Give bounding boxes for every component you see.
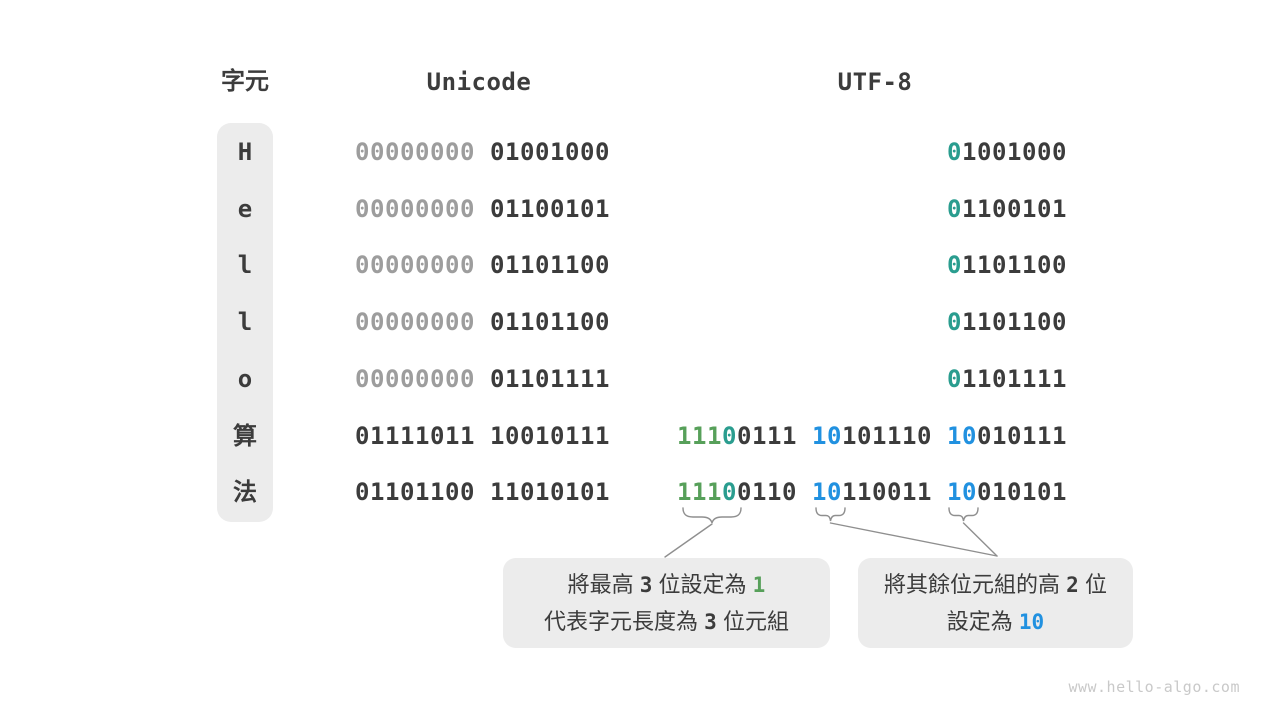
utf8-binary-cell: 01101100 xyxy=(587,249,1067,281)
utf8-binary-cell: 01001000 xyxy=(587,136,1067,168)
connector-line-10-first xyxy=(829,522,998,557)
character-column-background xyxy=(217,123,273,522)
text-segment: 1101100 xyxy=(962,308,1067,337)
text-segment: 101110 xyxy=(842,421,947,450)
text-segment: 01111011 10010111 xyxy=(355,421,610,450)
connector-line-1110 xyxy=(664,523,713,558)
character-cell: o xyxy=(237,364,253,393)
text-segment: 111 xyxy=(677,421,722,450)
unicode-binary-cell: 00000000 01001000 xyxy=(355,136,610,168)
utf8-binary-cell: 11100110 10110011 10010101 xyxy=(587,476,1067,508)
unicode-binary-cell: 00000000 01101100 xyxy=(355,306,610,338)
text-segment: 0 xyxy=(722,421,737,450)
text-segment: 1 xyxy=(752,573,766,597)
text-segment: 111 xyxy=(677,478,722,507)
text-segment: 0 xyxy=(722,478,737,507)
text-segment: 10 xyxy=(812,478,842,507)
character-cell: H xyxy=(237,138,253,166)
text-segment: 0 xyxy=(947,364,962,393)
text-segment: 01101100 11010101 xyxy=(355,478,610,507)
underbrace-10-first xyxy=(815,507,846,522)
text-segment: 0 xyxy=(947,194,962,223)
text-segment: 00000000 xyxy=(355,138,475,166)
text-segment: 設定為 xyxy=(946,609,1019,634)
text-segment: 01100101 xyxy=(475,194,610,223)
header-unicode-column: Unicode xyxy=(426,68,532,96)
character-cell: l xyxy=(237,251,253,280)
unicode-binary-cell: 00000000 01101111 xyxy=(355,363,610,395)
text-segment: 110011 xyxy=(842,478,947,507)
text-segment: 10 xyxy=(947,421,977,450)
text-segment: 01101111 xyxy=(475,364,610,393)
text-segment: 2 xyxy=(1066,573,1079,597)
underbrace-10-second xyxy=(948,507,979,522)
text-segment: 0 xyxy=(947,308,962,337)
text-segment: 1101100 xyxy=(962,251,1067,280)
text-segment: 0110 xyxy=(737,478,812,507)
unicode-binary-cell: 00000000 01101100 xyxy=(355,249,610,281)
character-cell: 法 xyxy=(233,478,257,507)
underbrace-1110 xyxy=(682,507,742,524)
text-segment: 將其餘位元組的高 xyxy=(884,572,1067,597)
connector-line-10-second xyxy=(962,522,998,557)
text-segment: 01101100 xyxy=(475,308,610,337)
text-segment: 3 xyxy=(704,610,717,634)
text-segment: 10 xyxy=(947,478,977,507)
text-segment: 位 xyxy=(1078,572,1107,597)
unicode-binary-cell: 01111011 10010111 xyxy=(355,420,610,452)
character-cell: l xyxy=(237,308,253,337)
header-utf8-column: UTF-8 xyxy=(837,68,913,96)
utf8-binary-cell: 01100101 xyxy=(587,193,1067,225)
text-segment: 0 xyxy=(947,251,962,280)
text-segment: 1101111 xyxy=(962,364,1067,393)
text-segment: 010111 xyxy=(977,421,1067,450)
text-segment: 00000000 xyxy=(355,308,475,337)
callout-text-line: 將其餘位元組的高 2 位 xyxy=(858,566,1133,603)
text-segment: 0 xyxy=(947,138,962,166)
text-segment: 00000000 xyxy=(355,251,475,280)
unicode-binary-cell: 00000000 01100101 xyxy=(355,193,610,225)
text-segment: 010101 xyxy=(977,478,1067,507)
text-segment: 代表字元長度為 xyxy=(544,609,705,634)
text-segment: 3 xyxy=(639,573,653,597)
text-segment: 10 xyxy=(1018,610,1045,634)
text-segment: 1100101 xyxy=(962,194,1067,223)
header-char-column: 字元 xyxy=(221,68,269,95)
text-segment: 00000000 xyxy=(355,194,475,223)
callout-text-line: 代表字元長度為 3 位元組 xyxy=(503,603,830,640)
text-segment: 01001000 xyxy=(475,138,610,166)
text-segment: 10 xyxy=(812,421,842,450)
text-segment: 位設定為 xyxy=(652,572,753,597)
text-segment: 0111 xyxy=(737,421,812,450)
text-segment: 00000000 xyxy=(355,364,475,393)
callout-text-line: 將最高 3 位設定為 1 xyxy=(503,566,830,603)
unicode-binary-cell: 01101100 11010101 xyxy=(355,476,610,508)
watermark: www.hello-algo.com xyxy=(1068,678,1240,696)
utf8-binary-cell: 01101111 xyxy=(587,363,1067,395)
callout-continuation-bits: 將其餘位元組的高 2 位設定為 10 xyxy=(858,558,1133,648)
character-cell: e xyxy=(237,194,253,223)
utf8-binary-cell: 01101100 xyxy=(587,306,1067,338)
text-segment: 將最高 xyxy=(567,572,640,597)
text-segment: 01101100 xyxy=(475,251,610,280)
callout-text-line: 設定為 10 xyxy=(858,603,1133,640)
character-cell: 算 xyxy=(233,421,257,450)
utf8-binary-cell: 11100111 10101110 10010111 xyxy=(587,420,1067,452)
text-segment: 位元組 xyxy=(716,609,789,634)
text-segment: 1001000 xyxy=(962,138,1067,166)
